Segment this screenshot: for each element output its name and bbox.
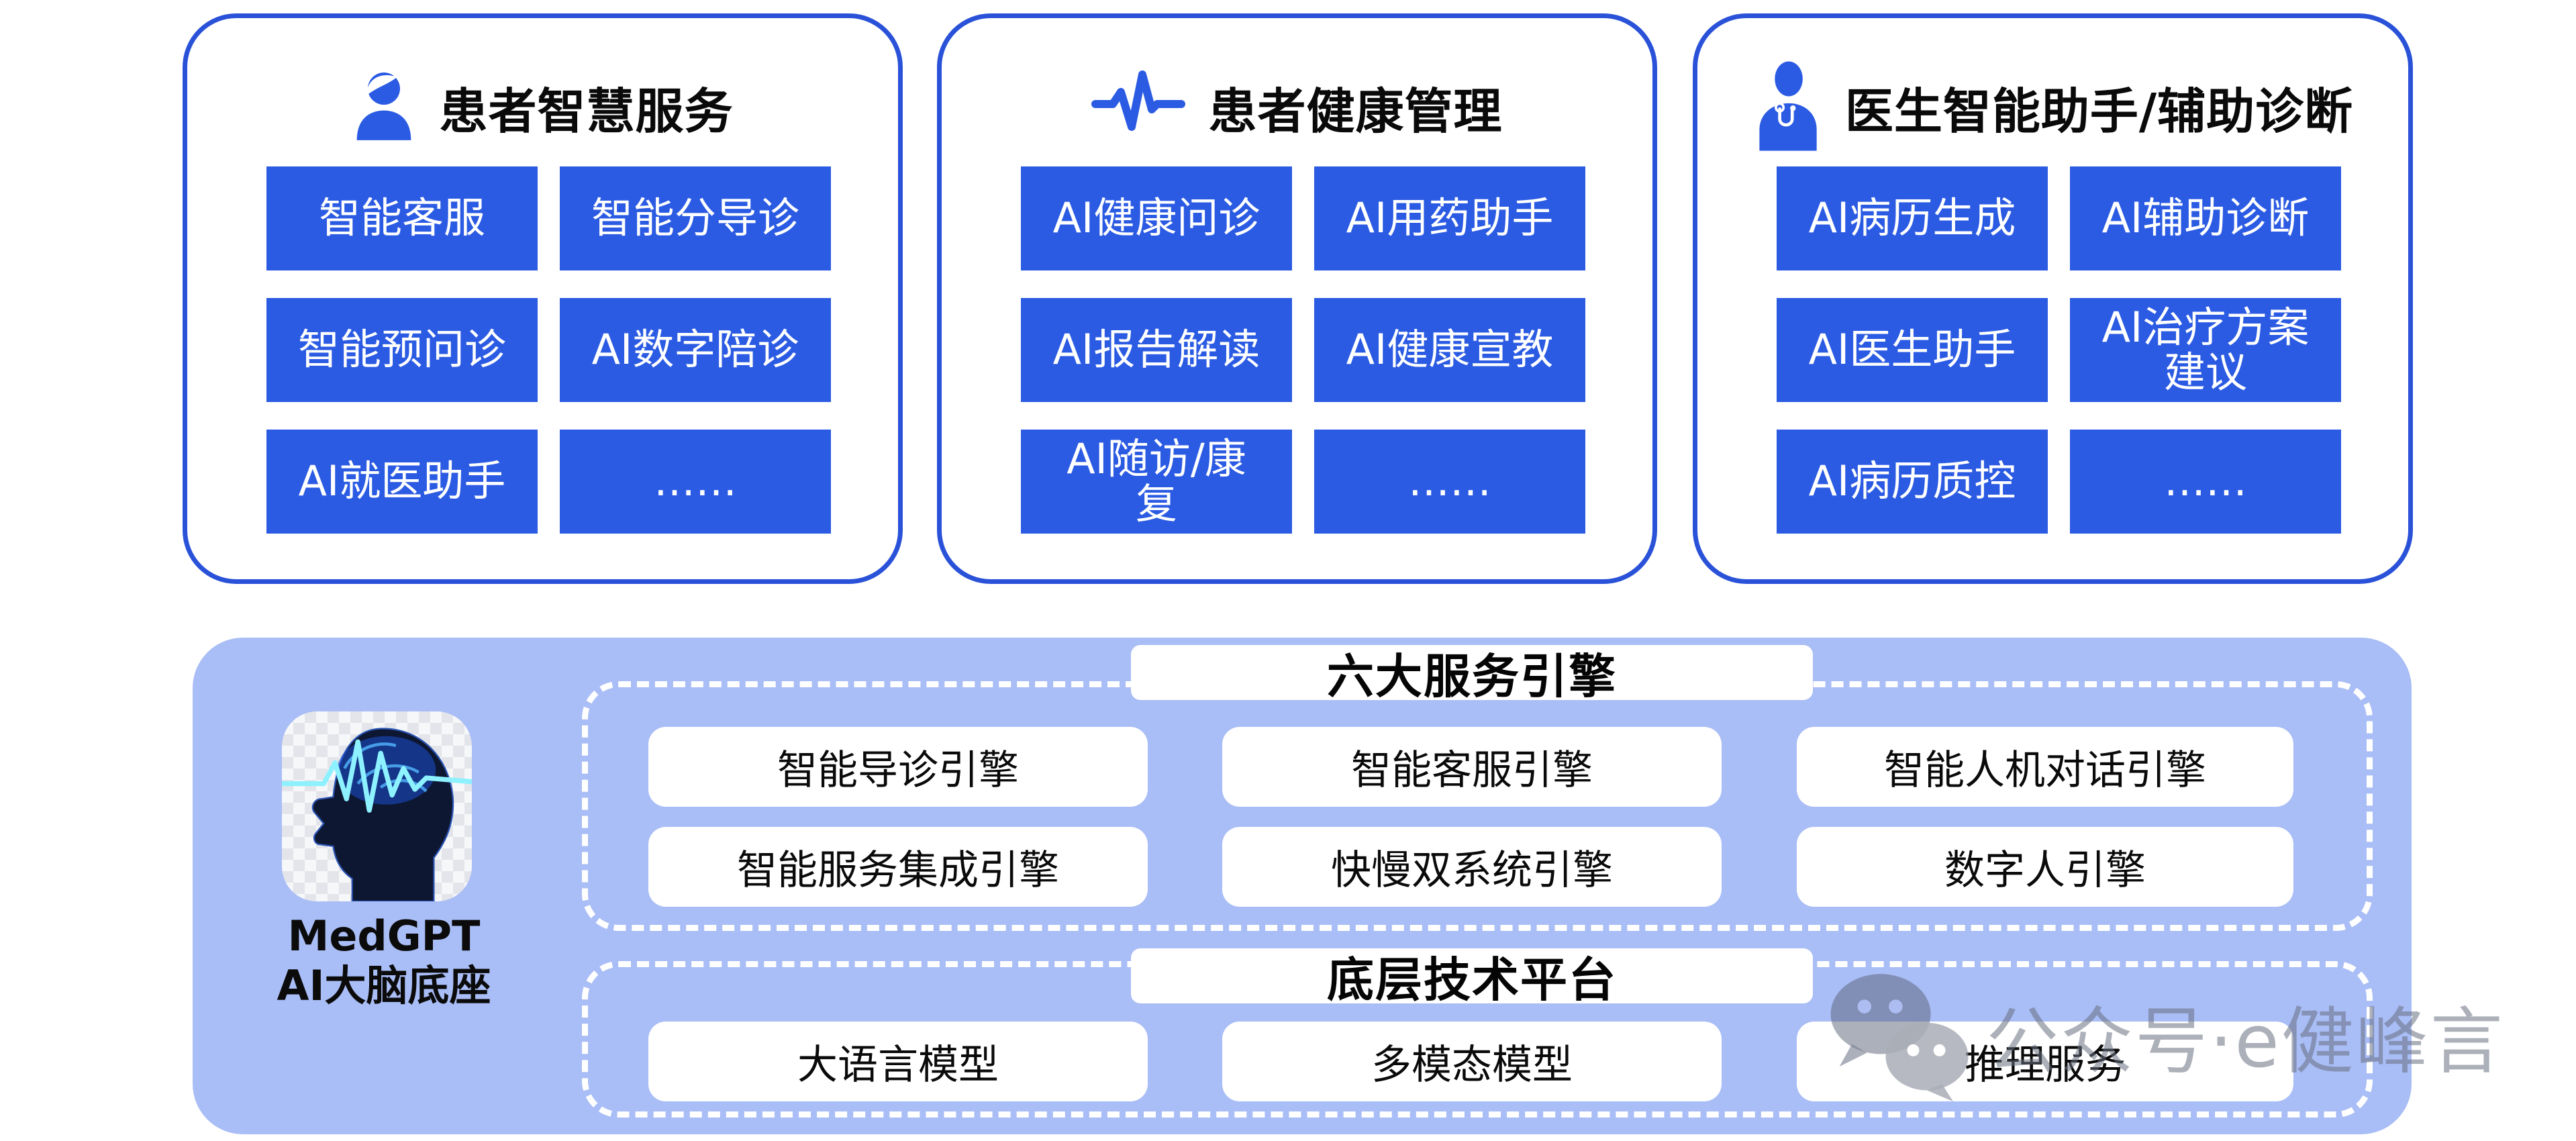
brain-icon — [282, 711, 472, 901]
tech-pill: 多模态模型 — [1222, 1022, 1722, 1101]
service-chip: AI辅助诊断 — [2070, 166, 2341, 270]
service-chip: AI用药助手 — [1314, 166, 1585, 270]
card-patient-health-management: 患者健康管理 AI健康问诊 AI用药助手 AI报告解读 AI健康宣教 AI随访/… — [937, 13, 1657, 584]
tech-pill: 大语言模型 — [648, 1022, 1148, 1101]
service-chip-grid: AI健康问诊 AI用药助手 AI报告解读 AI健康宣教 AI随访/康复 …… — [1021, 166, 1585, 534]
card-doctor-assistant: 医生智能助手/辅助诊断 AI病历生成 AI辅助诊断 AI医生助手 AI治疗方案建… — [1693, 13, 2413, 584]
engine-pill: 数字人引擎 — [1797, 827, 2293, 907]
card-title: 患者健康管理 — [1208, 83, 1503, 140]
service-chip-grid: 智能客服 智能分导诊 智能预问诊 AI数字陪诊 AI就医助手 …… — [266, 166, 831, 534]
tech-section-header: 底层技术平台 — [1131, 948, 1813, 1007]
service-chip: 智能分导诊 — [560, 166, 831, 270]
card-title: 患者智慧服务 — [439, 83, 734, 140]
engine-pill: 智能人机对话引擎 — [1797, 727, 2293, 807]
engine-pill: 智能导诊引擎 — [648, 727, 1148, 807]
service-chip: AI健康问诊 — [1021, 166, 1292, 270]
service-chip: AI医生助手 — [1777, 298, 2048, 402]
patient-icon — [352, 68, 416, 146]
engine-pill: 智能服务集成引擎 — [648, 827, 1148, 907]
service-chip-ellipsis: …… — [2070, 430, 2341, 534]
card-header: 医生智能助手/辅助诊断 — [1697, 50, 2408, 163]
service-chip: AI数字陪诊 — [560, 298, 831, 402]
service-chip: AI健康宣教 — [1314, 298, 1585, 402]
service-chip: AI病历质控 — [1777, 430, 2048, 534]
service-chip: 智能预问诊 — [266, 298, 538, 402]
tech-pill: 推理服务 — [1797, 1022, 2293, 1101]
engines-section-header: 六大服务引擎 — [1131, 645, 1813, 704]
service-chip: AI治疗方案建议 — [2070, 298, 2341, 402]
service-chip: AI随访/康复 — [1021, 430, 1292, 534]
medgpt-brand: MedGPT AI大脑底座 — [193, 638, 575, 1134]
platform-panel: MedGPT AI大脑底座 六大服务引擎 智能导诊引擎 智能客服引擎 智能人机对… — [193, 638, 2412, 1134]
service-chip: 智能客服 — [266, 166, 538, 270]
engine-pill: 快慢双系统引擎 — [1222, 827, 1722, 907]
service-chip-grid: AI病历生成 AI辅助诊断 AI医生助手 AI治疗方案建议 AI病历质控 …… — [1777, 166, 2341, 534]
brand-line2: AI大脑底座 — [277, 961, 491, 1011]
brand-name: MedGPT AI大脑底座 — [193, 911, 575, 1011]
service-chip: AI病历生成 — [1777, 166, 2048, 270]
brand-line1: MedGPT — [287, 911, 481, 960]
engine-pill: 智能客服引擎 — [1222, 727, 1722, 807]
card-patient-smart-services: 患者智慧服务 智能客服 智能分导诊 智能预问诊 AI数字陪诊 AI就医助手 …… — [183, 13, 903, 584]
service-chip: AI就医助手 — [266, 430, 538, 534]
card-title: 医生智能助手/辅助诊断 — [1844, 83, 2354, 140]
card-header: 患者健康管理 — [942, 50, 1652, 163]
service-chip-ellipsis: …… — [560, 430, 831, 534]
service-chip-ellipsis: …… — [1314, 430, 1585, 534]
doctor-icon — [1752, 60, 1822, 154]
service-chip: AI报告解读 — [1021, 298, 1292, 402]
card-header: 患者智慧服务 — [187, 50, 898, 163]
heartbeat-icon — [1091, 65, 1186, 148]
